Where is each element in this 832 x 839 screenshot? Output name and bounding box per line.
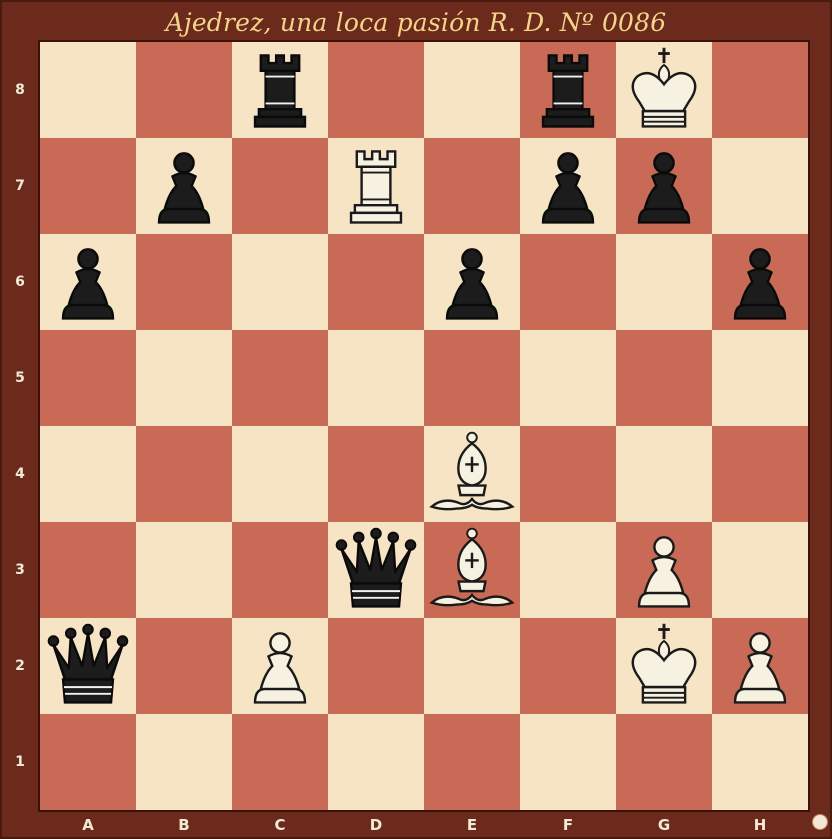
black-queen-a2-icon[interactable] <box>40 618 136 714</box>
black-rook-f8-icon[interactable] <box>520 42 616 138</box>
rank-label-5: 5 <box>0 368 40 388</box>
square-g5[interactable] <box>616 330 712 426</box>
square-h4[interactable] <box>712 426 808 522</box>
white-pawn-c2-icon[interactable] <box>232 618 328 714</box>
white-king-g2-icon[interactable] <box>616 618 712 714</box>
black-pawn-f7-icon[interactable] <box>520 138 616 234</box>
rank-label-8: 8 <box>0 80 40 100</box>
square-f1[interactable] <box>520 714 616 810</box>
square-a3[interactable] <box>40 522 136 618</box>
square-d8[interactable] <box>328 42 424 138</box>
square-b1[interactable] <box>136 714 232 810</box>
black-pawn-g7-icon[interactable] <box>616 138 712 234</box>
square-a5[interactable] <box>40 330 136 426</box>
square-e8[interactable] <box>424 42 520 138</box>
square-b4[interactable] <box>136 426 232 522</box>
square-c6[interactable] <box>232 234 328 330</box>
square-h1[interactable] <box>712 714 808 810</box>
square-g4[interactable] <box>616 426 712 522</box>
white-rook-d7-icon[interactable] <box>328 138 424 234</box>
square-e5[interactable] <box>424 330 520 426</box>
white-bishop-e3-icon[interactable] <box>424 522 520 618</box>
square-g6[interactable] <box>616 234 712 330</box>
square-a4[interactable] <box>40 426 136 522</box>
square-b2[interactable] <box>136 618 232 714</box>
square-f3[interactable] <box>520 522 616 618</box>
square-b3[interactable] <box>136 522 232 618</box>
rank-label-7: 7 <box>0 176 40 196</box>
rank-label-4: 4 <box>0 464 40 484</box>
square-b6[interactable] <box>136 234 232 330</box>
file-label-f: F <box>520 812 616 838</box>
black-pawn-b7-icon[interactable] <box>136 138 232 234</box>
square-h8[interactable] <box>712 42 808 138</box>
file-label-a: A <box>40 812 136 838</box>
square-c1[interactable] <box>232 714 328 810</box>
square-g1[interactable] <box>616 714 712 810</box>
square-a8[interactable] <box>40 42 136 138</box>
turn-indicator <box>813 815 827 829</box>
square-f5[interactable] <box>520 330 616 426</box>
square-a7[interactable] <box>40 138 136 234</box>
square-d2[interactable] <box>328 618 424 714</box>
square-a1[interactable] <box>40 714 136 810</box>
rank-label-1: 1 <box>0 752 40 772</box>
square-d4[interactable] <box>328 426 424 522</box>
square-h3[interactable] <box>712 522 808 618</box>
square-e1[interactable] <box>424 714 520 810</box>
square-d5[interactable] <box>328 330 424 426</box>
square-c7[interactable] <box>232 138 328 234</box>
black-pawn-e6-icon[interactable] <box>424 234 520 330</box>
square-c4[interactable] <box>232 426 328 522</box>
white-pawn-g3-icon[interactable] <box>616 522 712 618</box>
black-pawn-a6-icon[interactable] <box>40 234 136 330</box>
square-b8[interactable] <box>136 42 232 138</box>
file-label-d: D <box>328 812 424 838</box>
white-pawn-h2-icon[interactable] <box>712 618 808 714</box>
square-c3[interactable] <box>232 522 328 618</box>
square-c5[interactable] <box>232 330 328 426</box>
file-label-h: H <box>712 812 808 838</box>
square-f6[interactable] <box>520 234 616 330</box>
puzzle-title: Ajedrez, una loca pasión R. D. Nº 0086 <box>0 6 832 40</box>
rank-label-6: 6 <box>0 272 40 292</box>
file-label-e: E <box>424 812 520 838</box>
square-b5[interactable] <box>136 330 232 426</box>
square-h5[interactable] <box>712 330 808 426</box>
rank-label-3: 3 <box>0 560 40 580</box>
black-pawn-h6-icon[interactable] <box>712 234 808 330</box>
black-queen-d3-icon[interactable] <box>328 522 424 618</box>
square-d1[interactable] <box>328 714 424 810</box>
square-e2[interactable] <box>424 618 520 714</box>
square-f4[interactable] <box>520 426 616 522</box>
square-e7[interactable] <box>424 138 520 234</box>
white-king-g8-icon[interactable] <box>616 42 712 138</box>
chessboard[interactable] <box>40 42 808 810</box>
white-bishop-e4-icon[interactable] <box>424 426 520 522</box>
file-label-b: B <box>136 812 232 838</box>
square-d6[interactable] <box>328 234 424 330</box>
rank-label-2: 2 <box>0 656 40 676</box>
file-label-g: G <box>616 812 712 838</box>
square-f2[interactable] <box>520 618 616 714</box>
black-rook-c8-icon[interactable] <box>232 42 328 138</box>
square-h7[interactable] <box>712 138 808 234</box>
file-label-c: C <box>232 812 328 838</box>
